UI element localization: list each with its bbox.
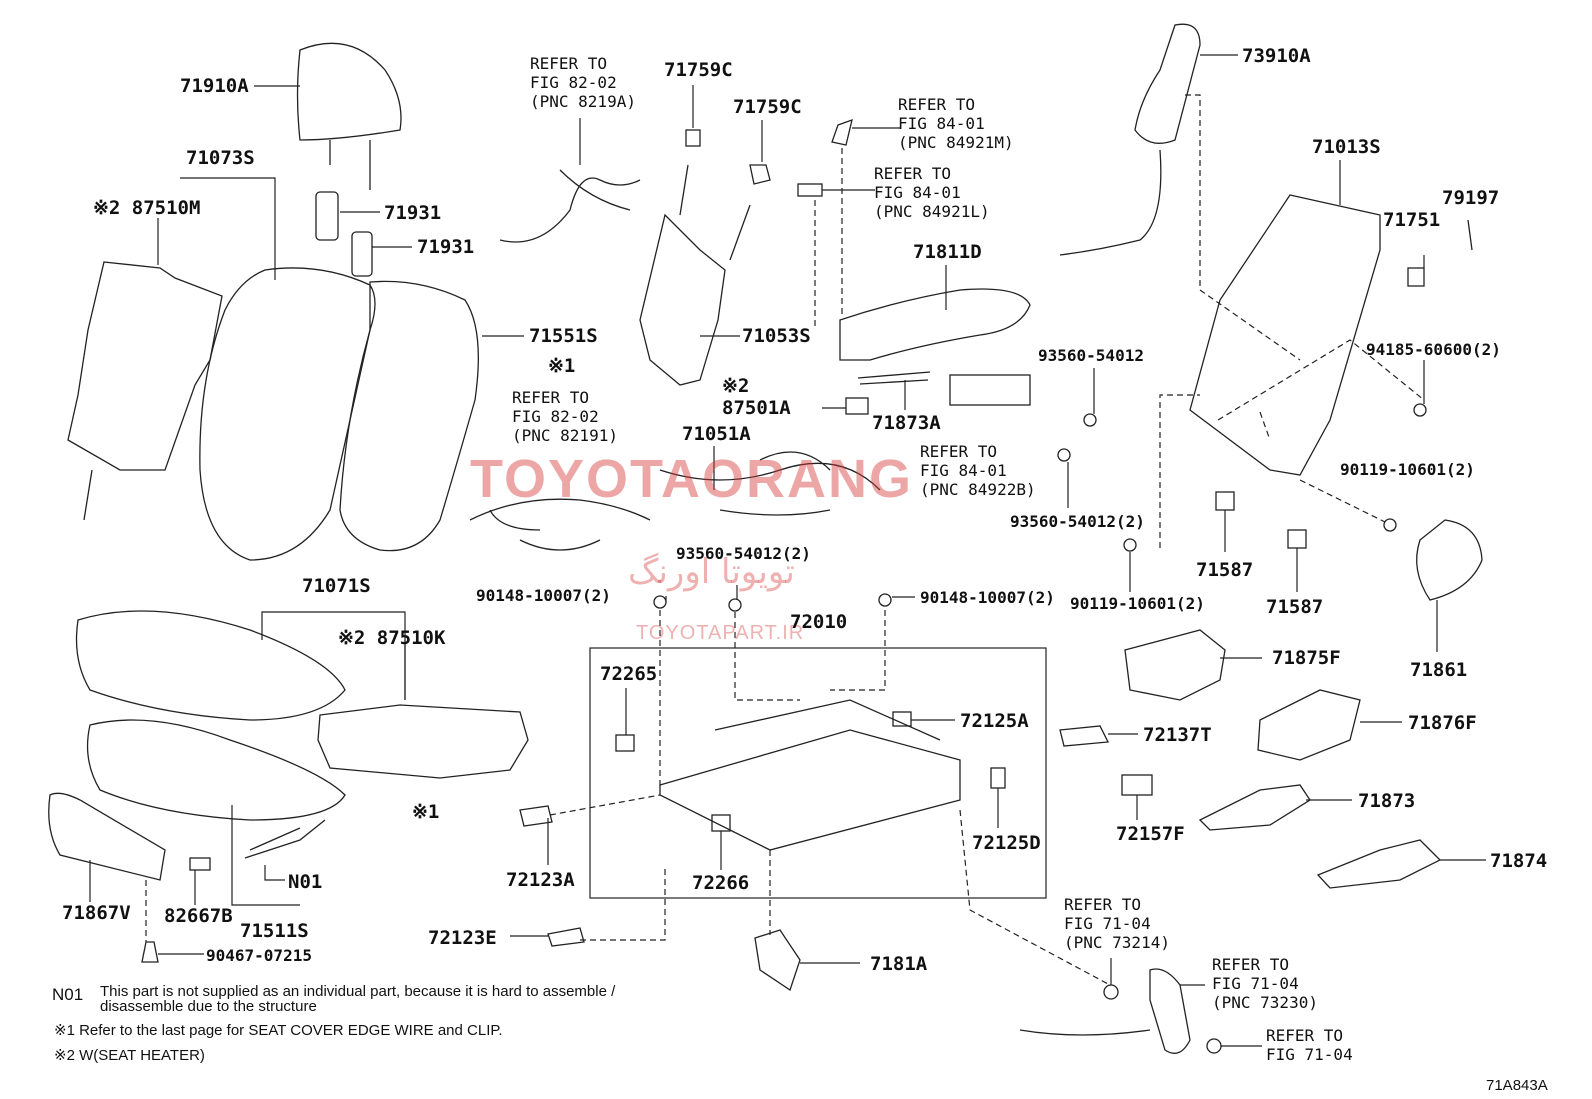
ref-fig-84-01-84921L: REFER TO FIG 84-01 (PNC 84921L) (874, 164, 990, 221)
dashed-lines (145, 94, 1425, 986)
label-71873: 71873 (1358, 790, 1416, 812)
label-79197: 79197 (1442, 187, 1500, 209)
ref-fig-84-01-84921M: REFER TO FIG 84-01 (PNC 84921M) (898, 95, 1014, 152)
label-73910A: 73910A (1242, 45, 1311, 67)
heater-switch-part (845, 397, 869, 415)
label-72125D: 72125D (972, 832, 1041, 854)
side-airbag-part (1134, 23, 1201, 144)
front-panel-part (48, 792, 166, 881)
label-71875F: 71875F (1272, 647, 1341, 669)
label-87510M: ※2 87510M (93, 197, 201, 219)
label-82667B: 82667B (164, 905, 233, 927)
leader-lines (89, 54, 1486, 1047)
note-n01-code: N01 (52, 985, 84, 1004)
label-71759C-a: 71759C (664, 59, 733, 81)
ref-fig-71-04-73230: REFER TO FIG 71-04 (PNC 73230) (1212, 955, 1318, 1012)
label-90148-10007-b: 90148-10007(2) (920, 588, 1055, 607)
label-72157F: 72157F (1116, 823, 1185, 845)
harness-8219A-part (499, 169, 641, 243)
label-90467-07215: 90467-07215 (206, 946, 312, 965)
note-2: ※2 W(SEAT HEATER) (54, 1047, 205, 1064)
ref-fig-84-01-84922B: REFER TO FIG 84-01 (PNC 84922B) (920, 442, 1036, 499)
label-71587-b: 71587 (1266, 596, 1324, 618)
label-71511S: 71511S (240, 920, 309, 942)
label-93560-54012-2b: 93560-54012(2) (676, 544, 811, 563)
label-71876F: 71876F (1408, 712, 1477, 734)
figure-code: 71A843A (1486, 1077, 1548, 1094)
seatback-heater-part (67, 261, 223, 471)
seatback-cover-part (199, 267, 376, 561)
label-94185-60600: 94185-60600(2) (1366, 340, 1501, 359)
label-71874: 71874 (1490, 850, 1548, 872)
label-N01: N01 (288, 871, 323, 893)
label-71873A: 71873A (872, 412, 941, 434)
label-note1-a: ※1 (548, 355, 576, 377)
label-71053S: 71053S (742, 325, 811, 347)
n01-part (244, 819, 326, 859)
note-1: ※1 Refer to the last page for SEAT COVER… (54, 1022, 503, 1039)
harness-82191-part (469, 498, 651, 551)
label-90119-10601-a: 90119-10601(2) (1340, 460, 1475, 479)
ref-fig-71-04-73214: REFER TO FIG 71-04 (PNC 73214) (1064, 895, 1170, 952)
label-71587-a: 71587 (1196, 559, 1254, 581)
watermark-persian: تویوتا اورنگ (628, 552, 795, 592)
label-71931-b: 71931 (417, 236, 475, 258)
label-71759C-b: 71759C (733, 96, 802, 118)
label-72010: 72010 (790, 611, 848, 633)
label-71071S: 71071S (302, 575, 371, 597)
headrest-part (296, 42, 402, 190)
screws (653, 403, 1427, 612)
label-71551S: 71551S (529, 325, 598, 347)
grommet-part (141, 941, 159, 963)
label-71861: 71861 (1410, 659, 1468, 681)
label-72123A: 72123A (506, 869, 575, 891)
label-90119-10601-b: 90119-10601(2) (1070, 594, 1205, 613)
label-7181A: 7181A (870, 953, 928, 975)
label-93560-54012-2a: 93560-54012(2) (1010, 512, 1145, 531)
label-71910A: 71910A (180, 75, 249, 97)
ref-fig-82-02-8219A: REFER TO FIG 82-02 (PNC 8219A) (530, 54, 636, 111)
cushion-heater-part (317, 704, 529, 779)
label-72137T: 72137T (1143, 724, 1212, 746)
label-71931-a: 71931 (384, 202, 442, 224)
label-93560-54012: 93560-54012 (1038, 346, 1144, 365)
note-n01-line1: This part is not supplied as an individu… (100, 983, 616, 1000)
label-72125A: 72125A (960, 710, 1029, 732)
label-87501A: 87501A (722, 397, 791, 419)
watermark-site: TOYOTAPART.IR (636, 622, 805, 644)
label-71811D: 71811D (913, 241, 982, 263)
label-71751: 71751 (1383, 209, 1441, 231)
harness-71051A-part (659, 451, 881, 516)
label-87510K: ※2 87510K (338, 627, 446, 649)
headrest-guide-part (315, 191, 373, 277)
cushion-cover-part (75, 610, 346, 721)
side-cover-part (839, 288, 1031, 361)
label-note1-b: ※1 (412, 801, 440, 823)
label-72266: 72266 (692, 872, 750, 894)
recliner-cover-part (1416, 519, 1483, 601)
label-71073S: 71073S (186, 147, 255, 169)
label-72265: 72265 (600, 663, 658, 685)
label-71013S: 71013S (1312, 136, 1381, 158)
bracket-71053S-part (639, 213, 726, 386)
ref-fig-71-04: REFER TO FIG 71-04 (1266, 1026, 1353, 1064)
watermark-main: TOYOTAORANG (470, 449, 914, 509)
seatback-frame-part (1189, 194, 1381, 476)
adjuster-frame-box (589, 647, 1047, 899)
label-72123E: 72123E (428, 927, 497, 949)
label-71867V: 71867V (62, 902, 131, 924)
adjuster-track-part (659, 699, 961, 851)
ref-fig-82-02-82191: REFER TO FIG 82-02 (PNC 82191) (512, 388, 618, 445)
label-90148-10007-a: 90148-10007(2) (476, 586, 611, 605)
note-n01-line2: disassemble due to the structure (100, 998, 317, 1015)
cushion-pad-part (86, 719, 346, 821)
label-87501A-note: ※2 (722, 375, 750, 397)
seatback-pad-part (339, 280, 479, 552)
clip-82667B-part (189, 857, 211, 871)
label-71051A: 71051A (682, 423, 751, 445)
